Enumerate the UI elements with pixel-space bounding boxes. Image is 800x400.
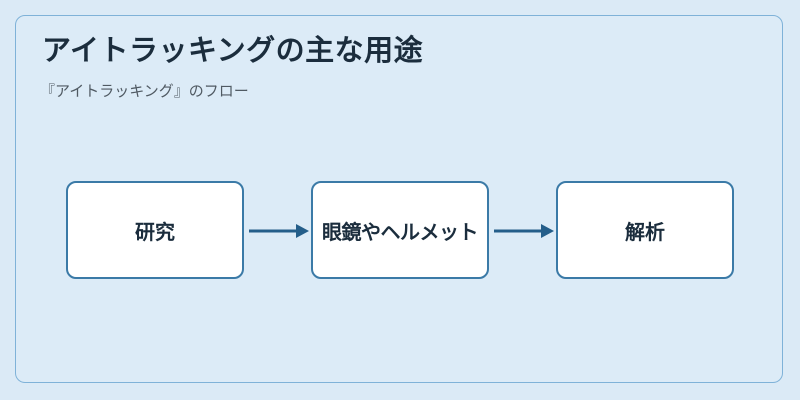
flow-node-glasses-helmet: 眼鏡やヘルメット bbox=[311, 181, 489, 279]
diagram-subtitle: 『アイトラッキング』のフロー bbox=[40, 82, 249, 100]
flow-node-label: 研究 bbox=[135, 219, 175, 244]
flow-node-label: 解析 bbox=[625, 219, 665, 244]
flow-node-analysis: 解析 bbox=[556, 181, 734, 279]
flow-node-label: 眼鏡やヘルメット bbox=[322, 219, 479, 244]
diagram-title: アイトラッキングの主な用途 bbox=[42, 33, 424, 67]
flow-node-research: 研究 bbox=[66, 181, 244, 279]
